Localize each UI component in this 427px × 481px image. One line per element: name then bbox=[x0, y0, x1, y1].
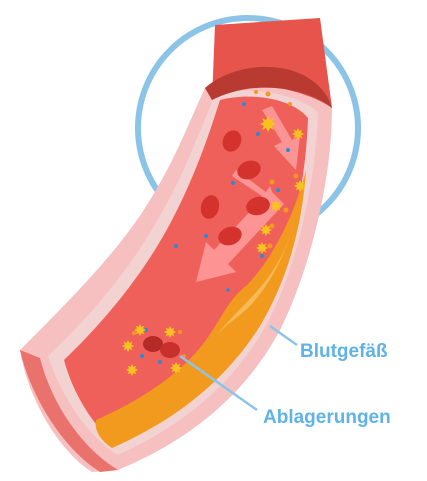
particle bbox=[231, 181, 235, 185]
particle bbox=[204, 234, 208, 238]
particle bbox=[286, 148, 290, 152]
star-particle bbox=[260, 224, 272, 236]
particle bbox=[284, 208, 289, 213]
particle bbox=[242, 102, 246, 106]
star-particle bbox=[134, 324, 146, 336]
particle bbox=[226, 288, 230, 292]
particle bbox=[132, 331, 136, 335]
particle bbox=[268, 244, 273, 249]
particle bbox=[174, 244, 178, 248]
star-particle bbox=[126, 364, 138, 376]
particle bbox=[140, 354, 144, 358]
blood-cell bbox=[143, 336, 163, 352]
particle bbox=[158, 360, 162, 364]
particle bbox=[178, 330, 182, 334]
star-particle bbox=[256, 242, 268, 254]
particle bbox=[276, 188, 280, 192]
vessel-label: Blutgefäß bbox=[300, 341, 388, 362]
particle bbox=[254, 90, 258, 94]
particle bbox=[270, 180, 275, 185]
star-particle bbox=[260, 116, 276, 132]
star-particle bbox=[164, 326, 176, 338]
star-particle bbox=[294, 180, 306, 192]
particle bbox=[256, 132, 260, 136]
star-particle bbox=[122, 340, 134, 352]
deposits-label: Ablagerungen bbox=[263, 407, 391, 428]
star-particle bbox=[292, 128, 304, 140]
star-particle bbox=[270, 200, 282, 212]
star-particle bbox=[170, 362, 182, 374]
particle bbox=[288, 102, 292, 106]
particle bbox=[266, 92, 271, 97]
particle bbox=[260, 254, 264, 258]
blood-cell bbox=[160, 342, 180, 358]
particle bbox=[294, 174, 299, 179]
